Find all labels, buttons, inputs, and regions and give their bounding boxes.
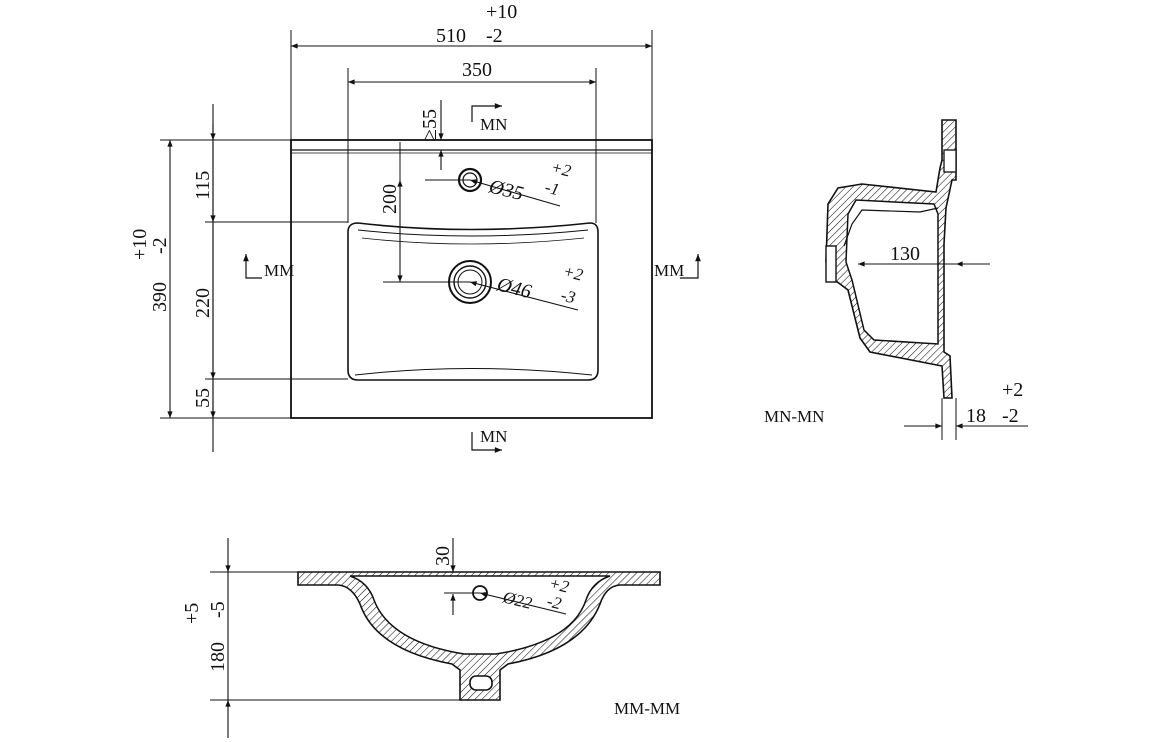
svg-text:MM: MM (264, 261, 294, 280)
dim-rim-thickness: 18 (966, 405, 986, 427)
dim-waste-diameter: Ø46 (494, 273, 534, 303)
dim-overflow-depth: 130 (890, 243, 920, 265)
section-marker-mn-bottom: MN (471, 427, 507, 453)
dim-width-tol-minus: -2 (486, 25, 503, 47)
dim-depth-front: 55 (192, 388, 214, 408)
dim-tap-hole-tol-plus: +2 (549, 157, 573, 180)
dim-overflow-tol-plus: +2 (547, 573, 571, 596)
dim-height-tol-minus: -5 (207, 601, 229, 618)
basin-outline (290, 139, 653, 419)
dim-waste-tol-plus: +2 (561, 261, 585, 284)
dim-depth-tol-minus: -2 (149, 237, 171, 254)
dim-basin-width: 350 (462, 59, 492, 81)
dim-depth-back: 115 (192, 171, 214, 200)
section-marker-mm-right: MM (654, 254, 701, 280)
section-marker-mm-left: MM (243, 254, 294, 280)
section-mm-label: MM-MM (614, 699, 680, 718)
svg-text:MN: MN (480, 115, 507, 134)
section-mn-label: MN-MN (764, 407, 824, 426)
section-marker-mn-top: MN (471, 103, 507, 134)
dim-tap-to-waste: 200 (379, 184, 401, 214)
dim-height-tol-plus: +5 (181, 603, 203, 624)
dim-depth-value: 390 (149, 282, 171, 312)
dim-width-tol-plus: +10 (486, 1, 517, 23)
dim-tap-hole-diameter: Ø35 (486, 175, 526, 205)
top-view: +10 510 -2 350 ≥55 MN Ø35 +2 -1 200 Ø46 … (129, 1, 701, 453)
section-mm: 30 Ø22 +2 -2 +5 180 -5 MM-MM (181, 538, 680, 738)
dim-tap-edge: ≥55 (419, 109, 441, 140)
bowl-outline (347, 222, 599, 381)
dim-depth-basin: 220 (192, 288, 214, 318)
dim-rim-tol-plus: +2 (1002, 379, 1023, 401)
svg-text:MN: MN (480, 427, 507, 446)
dim-height-value: 180 (207, 642, 229, 672)
dim-width-value: 510 (436, 25, 466, 47)
svg-text:MM: MM (654, 261, 684, 280)
section-mn: 130 18 +2 -2 MN-MN (764, 119, 1028, 440)
dim-waste-tol-minus: -3 (559, 285, 577, 307)
dim-rim-tol-minus: -2 (1002, 405, 1019, 427)
dim-tap-hole-tol-minus: -1 (543, 177, 561, 199)
dim-overflow-tol-minus: -2 (545, 591, 564, 613)
dim-depth-tol-plus: +10 (129, 229, 151, 260)
dim-overflow-offset: 30 (432, 546, 454, 566)
